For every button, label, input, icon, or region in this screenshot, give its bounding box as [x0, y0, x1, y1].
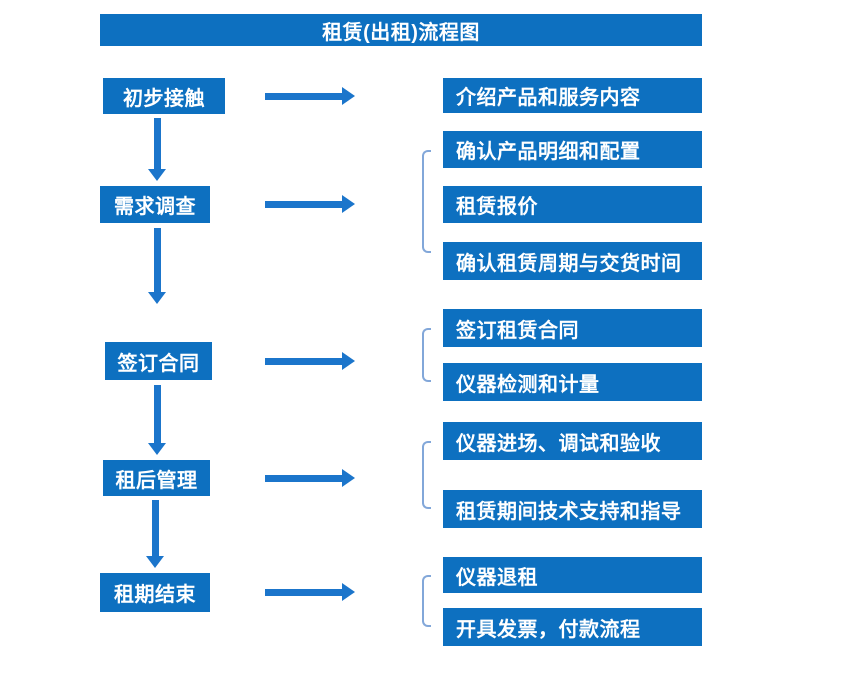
arrow-shaft [265, 588, 343, 596]
detail-label: 租赁期间技术支持和指导 [456, 500, 682, 523]
group-bracket [422, 328, 431, 382]
detail-box: 仪器进场、调试和验收 [443, 422, 702, 460]
detail-box: 仪器退租 [443, 557, 702, 593]
arrow-head [342, 469, 355, 487]
arrow-head [342, 583, 355, 601]
arrow-head [148, 443, 166, 455]
detail-box: 签订租赁合同 [443, 309, 702, 347]
arrow-shaft [265, 92, 343, 100]
group-bracket [422, 575, 431, 627]
arrow-head [342, 87, 355, 105]
group-bracket [422, 150, 431, 253]
detail-label: 仪器检测和计量 [456, 373, 600, 396]
arrow-shaft [153, 228, 161, 294]
flowchart-title-bar: 租赁(出租)流程图 [100, 14, 702, 46]
detail-box: 开具发票，付款流程 [443, 608, 702, 646]
detail-box: 确认产品明细和配置 [443, 131, 702, 168]
step-box-demand-survey: 需求调查 [100, 186, 210, 223]
arrow-shaft [153, 385, 161, 445]
detail-label: 介绍产品和服务内容 [456, 87, 641, 109]
arrow-head [342, 352, 355, 370]
arrow-down-icon [148, 385, 166, 455]
detail-label: 开具发票，付款流程 [456, 618, 641, 641]
step-label: 初步接触 [123, 87, 205, 110]
step-box-sign-contract: 签订合同 [105, 342, 212, 380]
step-box-post-rental-management: 租后管理 [103, 460, 210, 496]
arrow-shaft [151, 500, 159, 558]
group-bracket [422, 441, 431, 509]
detail-box: 确认租赁周期与交货时间 [443, 242, 702, 280]
arrow-head [146, 556, 164, 568]
arrow-down-icon [146, 500, 164, 568]
step-box-initial-contact: 初步接触 [103, 78, 225, 114]
detail-label: 确认产品明细和配置 [456, 141, 641, 163]
arrow-shaft [265, 474, 343, 482]
detail-label: 仪器退租 [456, 566, 538, 589]
detail-box: 租赁报价 [443, 186, 702, 223]
detail-box: 介绍产品和服务内容 [443, 78, 702, 113]
arrow-head [342, 195, 355, 213]
step-label: 租后管理 [115, 469, 198, 492]
detail-box: 仪器检测和计量 [443, 363, 702, 401]
step-label: 租期结束 [114, 584, 196, 606]
arrow-right-icon [265, 583, 355, 601]
arrow-down-icon [148, 228, 166, 304]
arrow-right-icon [265, 87, 355, 105]
step-label: 需求调查 [114, 196, 196, 218]
arrow-shaft [265, 200, 343, 208]
arrow-head [148, 292, 166, 304]
arrow-shaft [265, 357, 343, 365]
arrow-shaft [153, 118, 161, 171]
arrow-right-icon [265, 352, 355, 370]
detail-label: 租赁报价 [456, 196, 538, 218]
arrow-right-icon [265, 195, 355, 213]
arrow-right-icon [265, 469, 355, 487]
step-box-rental-end: 租期结束 [100, 573, 210, 612]
detail-label: 签订租赁合同 [456, 319, 579, 342]
arrow-head [148, 169, 166, 181]
detail-box: 租赁期间技术支持和指导 [443, 490, 702, 528]
arrow-down-icon [148, 118, 166, 181]
detail-label: 仪器进场、调试和验收 [456, 432, 661, 455]
step-label: 签订合同 [117, 352, 200, 375]
detail-label: 确认租赁周期与交货时间 [456, 252, 682, 275]
flowchart-title: 租赁(出租)流程图 [322, 21, 480, 44]
